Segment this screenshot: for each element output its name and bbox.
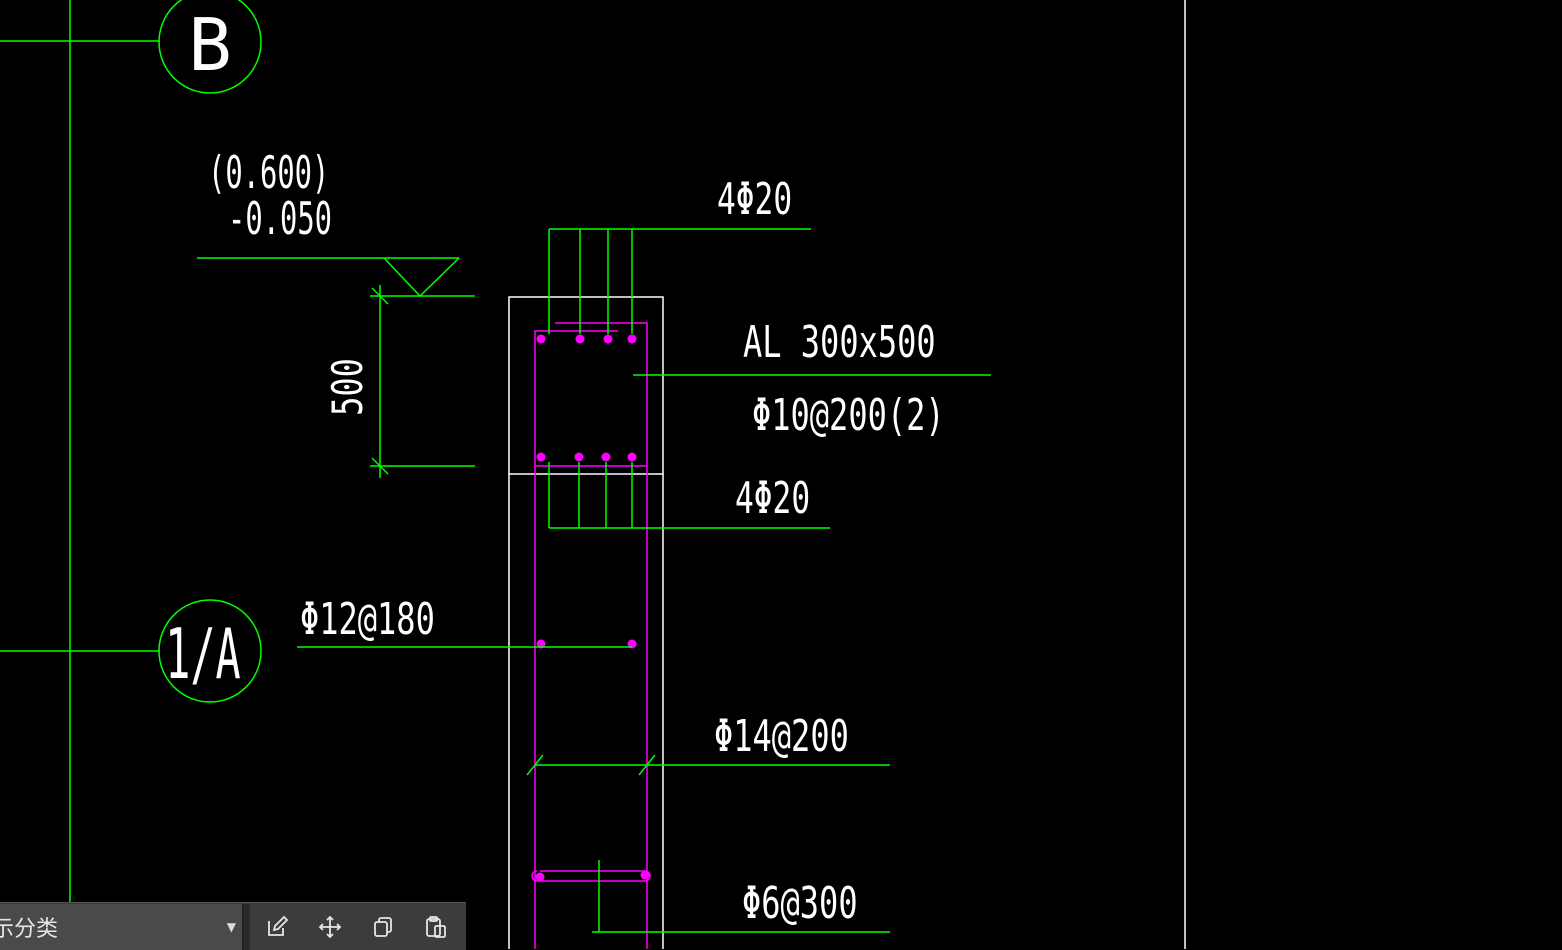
tie-bar-dots <box>535 870 650 882</box>
beam-outline <box>508 296 664 475</box>
paste-icon <box>425 915 446 938</box>
axis-label-1a: 1/A <box>165 614 240 695</box>
edit-button[interactable] <box>250 904 303 950</box>
axis-bubble-1a <box>158 599 262 703</box>
leader-wall-vertical <box>526 754 890 776</box>
category-dropdown[interactable]: 示分类 ▼ <box>0 903 244 950</box>
copy-button[interactable] <box>356 904 409 950</box>
move-button[interactable] <box>303 904 356 950</box>
edit-icon <box>267 915 288 936</box>
callout-top-rebar: 4Φ20 <box>717 174 792 225</box>
elevation-lower: -0.050 <box>228 192 332 244</box>
tie-bar <box>531 870 651 882</box>
callout-tie-bar: Φ6@300 <box>742 878 858 929</box>
dimension-text: 500 <box>323 358 372 416</box>
top-rebar-dots <box>536 334 637 344</box>
bottom-rebar-dots <box>536 452 637 462</box>
paste-button[interactable] <box>409 904 462 950</box>
leader-bottom-rebar <box>548 462 830 529</box>
beam-stirrup <box>534 322 648 467</box>
callout-bottom-rebar: 4Φ20 <box>735 473 810 524</box>
elevation-upper: (0.600) <box>208 146 329 198</box>
axis-bubble-b <box>158 0 262 94</box>
dropdown-arrow-icon: ▼ <box>226 919 236 934</box>
elevation-marker <box>383 257 460 298</box>
leader-top-rebar <box>548 228 811 334</box>
toolbar-separator <box>244 903 250 950</box>
axis-label-b: B <box>188 3 231 87</box>
category-dropdown-label: 示分类 <box>0 916 59 942</box>
bottom-toolbar: 示分类 ▼ <box>0 902 466 950</box>
callout-beam-stirrup: Φ10@200(2) <box>752 390 945 441</box>
copy-icon <box>373 916 392 937</box>
leader-tie-bar <box>592 860 890 933</box>
move-icon <box>318 915 341 938</box>
dim-tick-top <box>371 287 389 305</box>
callout-beam-name: AL 300x500 <box>743 317 936 368</box>
dim-tick-bottom <box>371 457 389 475</box>
callout-wall-vertical: Φ14@200 <box>714 711 849 762</box>
callout-wall-horizontal: Φ12@180 <box>300 594 435 645</box>
